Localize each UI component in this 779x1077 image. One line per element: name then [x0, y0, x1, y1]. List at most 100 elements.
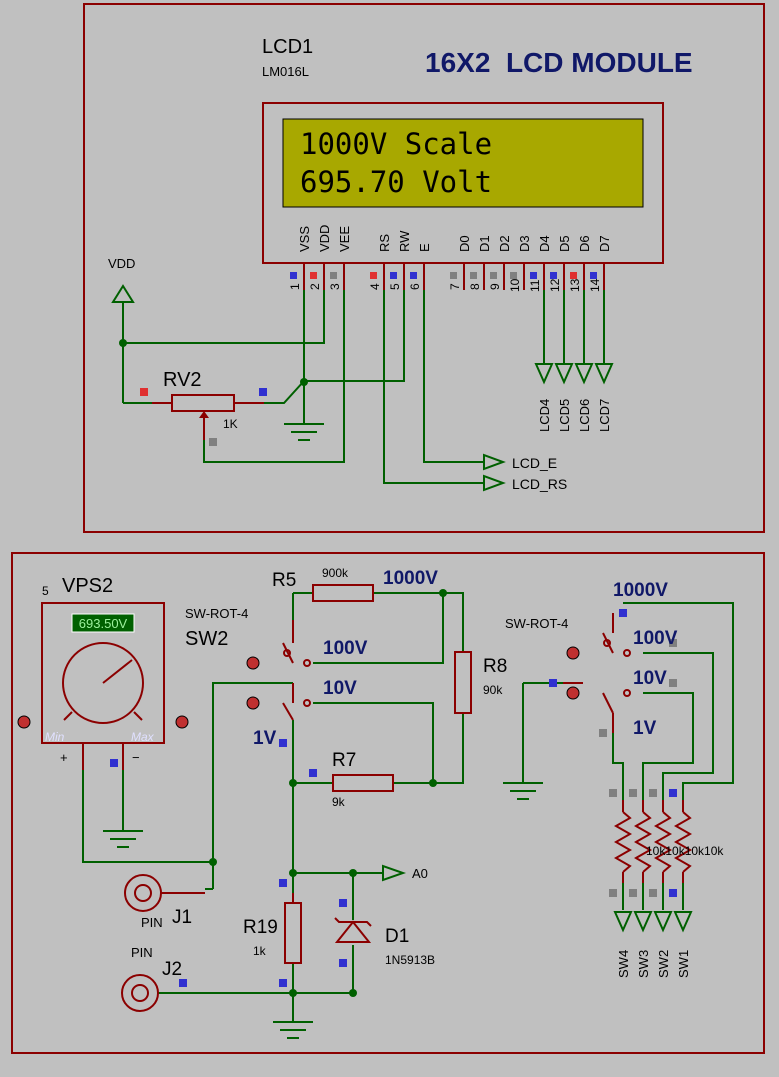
pin-num-2: 2	[308, 283, 322, 290]
pin-name-d5: D5	[557, 235, 572, 252]
sw2-pos-1000v: 1000V	[383, 568, 438, 589]
lcd-pin-state-markers	[290, 272, 597, 279]
pin-name-d6: D6	[577, 235, 592, 252]
sw2-knob-up[interactable]	[246, 656, 260, 670]
meter-wiring	[82, 592, 734, 1022]
vps2-right-control[interactable]	[175, 715, 189, 729]
vdd-terminal	[111, 284, 135, 303]
lcd7-label: LCD7	[597, 399, 612, 432]
lcd-wiring	[122, 290, 605, 484]
lcd-sheet-frame	[83, 3, 765, 533]
vps2-min: Min	[45, 730, 65, 744]
pin-name-d4: D4	[537, 235, 552, 252]
lcd5-label: LCD5	[557, 399, 572, 432]
r7-resistor	[332, 774, 394, 792]
rotary-switch-knob-up[interactable]	[566, 646, 580, 660]
pin-num-13: 13	[568, 278, 582, 292]
lcd-screen	[282, 118, 644, 208]
rv2-value: 1K	[223, 417, 238, 431]
pullup-resistors	[613, 800, 693, 883]
sw2-knob-down[interactable]	[246, 696, 260, 710]
pin-name-d1: D1	[477, 235, 492, 252]
j2-connector	[121, 974, 159, 1012]
rotary-switch-knob-down[interactable]	[566, 686, 580, 700]
pin-num-7: 7	[448, 283, 462, 290]
j1-ref: J1	[172, 907, 192, 928]
pin-num-11: 11	[528, 279, 542, 292]
pin-num-10: 10	[508, 278, 522, 292]
r19-ref: R19	[243, 917, 278, 938]
r7-ref: R7	[332, 750, 356, 771]
r7-value: 9k	[332, 795, 346, 809]
vps2-max: Max	[131, 730, 155, 744]
sw2-pos-1v: 1V	[253, 728, 277, 749]
sw2-pos-10v: 10V	[323, 678, 357, 699]
pin-name-vee: VEE	[337, 226, 352, 252]
ground-symbol-meter	[103, 830, 143, 848]
r8-value: 90k	[483, 683, 503, 697]
ground-symbol-input	[273, 1021, 313, 1039]
d1-ref: D1	[385, 926, 409, 947]
rotary-switch-contacts	[563, 613, 614, 733]
pin-num-14: 14	[588, 278, 602, 292]
pin-name-vss: VSS	[297, 226, 312, 252]
pin-num-6: 6	[408, 283, 422, 290]
d1-model: 1N5913B	[385, 953, 435, 967]
pin-num-12: 12	[548, 278, 562, 292]
pin-name-rs: RS	[377, 234, 392, 252]
lcd-rs-label: LCD_RS	[512, 476, 567, 492]
ground-symbol-lcd	[284, 423, 324, 441]
r5-value: 900k	[322, 566, 349, 580]
vps2-ref: VPS2	[62, 575, 113, 597]
sw-terminals	[613, 911, 693, 933]
vps2-reading: 693.50V	[79, 616, 128, 631]
sw2-pos-100v: 100V	[323, 638, 368, 659]
r19-value: 1k	[253, 944, 267, 958]
vps2-dial	[62, 642, 144, 724]
sw3-label: SW3	[636, 950, 651, 978]
lcd-line-2: 695.70 Volt	[300, 165, 492, 199]
r8-resistor	[454, 651, 472, 714]
pullup-values: 10k10k10k10k	[646, 844, 724, 858]
pin-name-rw: RW	[397, 230, 412, 252]
lcd-model: LM016L	[262, 64, 309, 79]
j1-connector	[124, 874, 162, 912]
j2-pin: PIN	[131, 945, 153, 960]
vps2-plus: +	[60, 750, 68, 765]
pin-num-9: 9	[488, 283, 502, 290]
j1-pin: PIN	[141, 915, 163, 930]
lcd-module-title: 16X2 LCD MODULE	[425, 47, 693, 78]
a0-label: A0	[412, 866, 428, 881]
r19-resistor	[284, 902, 302, 964]
rotary-switch-pos-1v: 1V	[633, 718, 657, 739]
pin-name-d3: D3	[517, 235, 532, 252]
lcd-line-1: 1000V Scale	[300, 127, 492, 161]
rv2-potentiometer	[171, 394, 235, 412]
meter-sheet-frame	[11, 552, 765, 1054]
lcd-ref: LCD1	[262, 36, 313, 58]
pin-name-vdd: VDD	[317, 225, 332, 252]
rotary-switch-type: SW-ROT-4	[505, 616, 568, 631]
rotary-switch-pos-1000v: 1000V	[613, 580, 668, 601]
sw2-type: SW-ROT-4	[185, 606, 248, 621]
sw2-contacts	[282, 620, 294, 721]
vps2-num: 5	[42, 584, 49, 598]
r5-ref: R5	[272, 570, 296, 591]
pin-num-4: 4	[368, 283, 382, 290]
vps2-left-control[interactable]	[17, 715, 31, 729]
rv2-ref: RV2	[163, 369, 202, 391]
pin-num-5: 5	[388, 283, 402, 290]
pin-num-3: 3	[328, 283, 342, 290]
vdd-label: VDD	[108, 256, 135, 271]
ground-symbol-switch2	[503, 782, 543, 800]
vps2-minus: −	[132, 750, 140, 765]
pin-name-e: E	[417, 243, 432, 252]
vps2-meter-body	[41, 602, 165, 744]
r8-ref: R8	[483, 656, 507, 677]
rotary-switch-pos-100v: 100V	[633, 628, 678, 649]
lcd4-label: LCD4	[537, 399, 552, 432]
pin-name-d7: D7	[597, 235, 612, 252]
sw4-label: SW4	[616, 950, 631, 978]
lcd-e-label: LCD_E	[512, 455, 557, 471]
vps2-display	[71, 613, 135, 633]
